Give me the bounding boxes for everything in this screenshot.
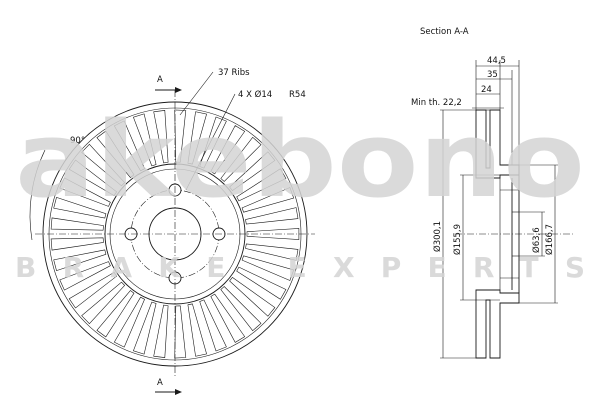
angle-arc (29, 149, 46, 241)
rib (96, 130, 135, 178)
rib (245, 207, 299, 225)
radius-label: R54 (289, 90, 306, 100)
rib (174, 305, 187, 359)
dia-center-bore: Ø63,6 (531, 227, 542, 253)
rib (187, 111, 207, 165)
section-title: Section A-A (420, 27, 469, 37)
dia-outer: Ø300,1 (432, 221, 443, 252)
rib (53, 197, 107, 219)
rib (220, 286, 262, 332)
section-arrow-bottom (175, 389, 182, 395)
rib (81, 143, 126, 187)
rib (236, 168, 287, 202)
rib (245, 243, 299, 261)
rib (133, 113, 157, 167)
rib (53, 249, 107, 271)
disc-profile-upper (475, 109, 520, 179)
rib (50, 237, 104, 251)
rib (68, 271, 118, 309)
watermark-brand: akebono (15, 99, 585, 221)
rib (50, 217, 104, 231)
rib (210, 125, 246, 175)
rib (220, 136, 262, 182)
dim-overall-width: 44,5 (487, 56, 506, 66)
rib (229, 276, 276, 317)
rib (187, 303, 207, 357)
rib (236, 266, 287, 300)
watermark: akebono BRAKE EXPERTS (15, 99, 585, 284)
section-marker-top: A (157, 75, 163, 85)
dim-disc-thickness: 24 (481, 85, 492, 95)
rib (153, 110, 169, 164)
holes-label: 4 X Ø14 (238, 89, 272, 100)
rib (133, 301, 157, 355)
disc-front-view: A A 90° 37 Ribs 4 X Ø14 R54 (29, 68, 315, 395)
watermark-tagline: BRAKE EXPERTS (15, 251, 585, 284)
rib (96, 290, 135, 338)
ribs-label: 37 Ribs (218, 68, 250, 78)
rib (199, 116, 227, 169)
rib (241, 255, 295, 281)
rib (199, 299, 227, 352)
rib (59, 177, 111, 207)
ribs-leader (179, 71, 214, 116)
dia-hub-face: Ø166,7 (544, 224, 555, 255)
rib (153, 304, 169, 358)
angle-label: 90° (70, 136, 85, 146)
cooling-ribs (50, 109, 300, 359)
rib (229, 151, 276, 192)
rib (210, 293, 246, 343)
dia-hat: Ø155,9 (452, 224, 463, 255)
rib (241, 187, 295, 213)
holes-leader (185, 93, 236, 191)
rib (59, 261, 111, 291)
min-thickness: Min th. 22,2 (411, 98, 462, 108)
dim-hat-depth: 35 (487, 70, 498, 80)
rib (68, 159, 118, 197)
disc-section-view: Section A-A 44,5 35 24 Min th. 22,2 (411, 27, 575, 359)
rib (81, 281, 126, 325)
disc-profile-lower (475, 289, 520, 359)
section-arrow-top (175, 87, 182, 93)
section-marker-bottom: A (157, 378, 163, 388)
rib (113, 296, 145, 348)
rib (113, 120, 145, 172)
